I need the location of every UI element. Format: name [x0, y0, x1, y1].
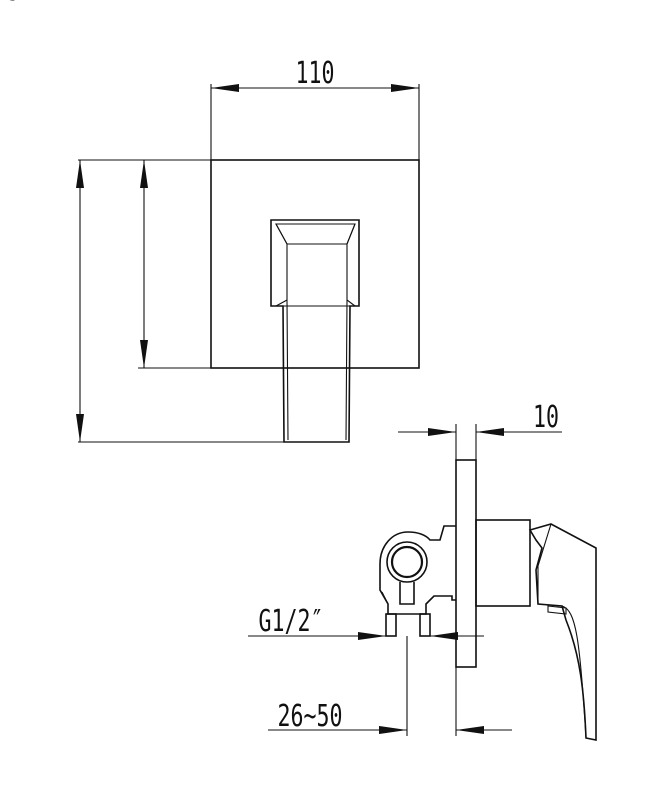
inlet-port-outer	[386, 541, 428, 583]
dimension-top-width: 110	[210, 57, 420, 160]
total-height-label: 149	[0, 0, 19, 8]
dimension-total-height: 149	[0, 0, 284, 443]
inlet-notch-left	[381, 591, 389, 605]
inner-height-label: 110	[0, 0, 19, 8]
valve-body	[475, 519, 531, 607]
plate-thickness-label: 10	[533, 401, 559, 435]
inlet-body	[379, 525, 456, 615]
dimension-plate-thickness: 10	[398, 401, 562, 460]
lever-handle-front	[270, 219, 360, 443]
lever-inner-right	[345, 223, 356, 441]
lever-inner-top	[275, 223, 356, 245]
inlet-port-inner	[390, 545, 424, 579]
inlet-notch-right	[425, 595, 435, 605]
top-width-label: 110	[296, 57, 335, 91]
inlet-stem	[399, 582, 415, 605]
dimension-thread: G1/2″	[248, 605, 484, 640]
front-view	[210, 159, 420, 443]
cover-plate	[210, 159, 420, 369]
lever-handle-side-edge	[537, 523, 587, 739]
lever-handle-tip	[547, 605, 567, 615]
thread-stub-left	[385, 613, 397, 637]
lever-handle-side	[528, 523, 597, 741]
thread-label: G1/2″	[259, 605, 324, 639]
depth-range-label: 26~50	[278, 700, 343, 734]
side-view	[379, 459, 597, 741]
thread-stub-right	[419, 613, 431, 637]
dimension-depth-range: 26~50	[268, 636, 512, 736]
dimension-inner-height: 110	[0, 0, 211, 369]
lever-inner-left	[275, 223, 289, 441]
